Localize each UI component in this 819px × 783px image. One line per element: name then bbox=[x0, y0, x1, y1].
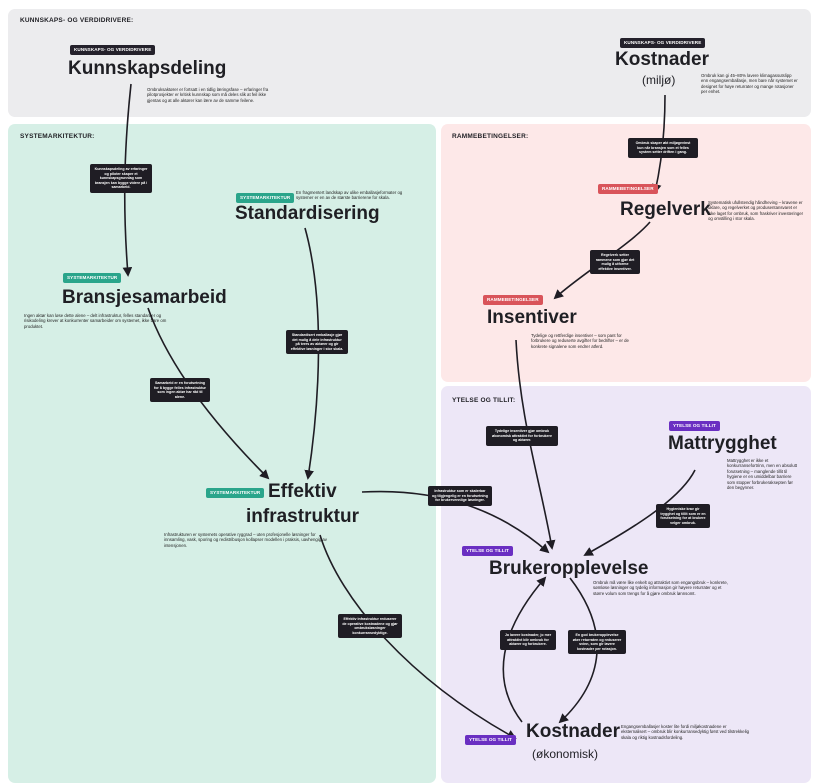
connector-note: Standardisert emballasje gjør det mulig … bbox=[286, 330, 348, 355]
arrow-mattrygghet-brukeropplevelse bbox=[583, 469, 696, 556]
brukeropplevelse-title: Brukeropplevelse bbox=[489, 558, 649, 579]
connector-note: En god brukeropplevelse øker returraten … bbox=[568, 630, 626, 655]
region-frame-title: RAMMEBETINGELSER: bbox=[452, 133, 529, 140]
kostnader-miljo-tag: KUNNSKAPS- OG VERDIDRIVERE bbox=[620, 38, 706, 48]
arrow-kostnader-brukeropplevelse bbox=[502, 576, 547, 723]
kostnader-miljo-title: Kostnader bbox=[615, 49, 709, 70]
region-top bbox=[8, 9, 811, 117]
connector-note: Ombruk skaper økt miljøgevinst kun når b… bbox=[628, 138, 698, 158]
standardisering-desc: En fragmentert landskap av ulike emballa… bbox=[296, 190, 403, 201]
standardisering-tag: SYSTEMARKITEKTUR bbox=[236, 193, 295, 203]
bransjesamarbeid-tag: SYSTEMARKITEKTUR bbox=[63, 273, 122, 283]
region-system bbox=[8, 124, 436, 783]
mattrygghet-desc: Mattrygghet er ikke et konkurransefortri… bbox=[727, 458, 797, 491]
kostnader-okonomisk-tag: YTELSE OG TILLIT bbox=[465, 735, 516, 745]
effektiv-title-line2: infrastruktur bbox=[246, 506, 359, 527]
mattrygghet-title: Mattrygghet bbox=[668, 433, 777, 454]
regelverk-title: Regelverk bbox=[620, 199, 711, 220]
kunnskapsdeling-tag: KUNNSKAPS- OG VERDIDRIVERE bbox=[70, 45, 156, 55]
region-top-title: KUNNSKAPS- OG VERDIDRIVERE: bbox=[20, 17, 134, 24]
brukeropplevelse-tag: YTELSE OG TILLIT bbox=[462, 546, 513, 556]
brukeropplevelse-desc: Ombruk må være like enkelt og attraktivt… bbox=[593, 580, 728, 596]
bransjesamarbeid-title: Bransjesamarbeid bbox=[62, 287, 227, 308]
kostnader-miljo-desc: Ombruk kan gi 45–80% lavere klimagassuts… bbox=[701, 73, 798, 95]
insentiver-title: Insentiver bbox=[487, 307, 577, 328]
effektiv-tag: SYSTEMARKITEKTUR bbox=[206, 488, 265, 498]
region-trust bbox=[441, 386, 811, 783]
kunnskapsdeling-desc: Ombruksaktører er fortsatt i en tidlig l… bbox=[147, 87, 269, 103]
kostnader-okonomisk-desc: Engangsemballasjer koster lite fordi mil… bbox=[621, 724, 749, 740]
connector-note: Kunnskapsdeling av erfaringer og piloter… bbox=[90, 164, 152, 193]
connector-note: Hygieniske krav gir trygghet og tillit s… bbox=[656, 504, 710, 529]
insentiver-desc: Tydelige og rettferdige insentiver – som… bbox=[531, 333, 629, 349]
effektiv-desc: Infrastrukturen er systemets operative r… bbox=[164, 532, 327, 548]
insentiver-tag: RAMMEBETINGELSER bbox=[483, 295, 543, 305]
bransjesamarbeid-desc: Ingen aktør kan løse dette alene – delt … bbox=[24, 313, 167, 329]
kostnader-miljo-subtitle: (miljø) bbox=[642, 73, 676, 87]
arrow-insentiver-brukeropplevelse bbox=[515, 339, 556, 550]
connector-note: Jo lavere kostnader, jo mer attraktivt b… bbox=[500, 630, 556, 650]
connector-note: Effektiv infrastruktur reduserer de oper… bbox=[338, 614, 402, 639]
standardisering-title: Standardisering bbox=[235, 203, 380, 224]
kostnader-okonomisk-subtitle: (økonomisk) bbox=[532, 747, 599, 761]
effektiv-title-line1: Effektiv bbox=[268, 481, 337, 502]
arrow-effektiv-kostnader bbox=[319, 534, 517, 739]
connector-note: Samarbeid er en forutsetning for å bygge… bbox=[150, 378, 210, 403]
regelverk-tag: RAMMEBETINGELSER bbox=[598, 184, 658, 194]
mattrygghet-tag: YTELSE OG TILLIT bbox=[669, 421, 720, 431]
connector-note: Tydelige insentiver gjør ombruk økonomis… bbox=[486, 426, 558, 446]
connector-note: Infrastruktur som er skalerbar og tilgje… bbox=[428, 486, 492, 506]
region-trust-title: YTELSE OG TILLIT: bbox=[452, 397, 516, 404]
regelverk-desc: Systematisk ufullstendig håndheving – kr… bbox=[708, 200, 804, 222]
kunnskapsdeling-title: Kunnskapsdeling bbox=[68, 58, 227, 79]
kostnader-okonomisk-title: Kostnader bbox=[526, 721, 620, 742]
connector-note: Regelverk setter rammene som gjør det mu… bbox=[590, 250, 640, 275]
region-system-title: SYSTEMARKITEKTUR: bbox=[20, 133, 95, 140]
